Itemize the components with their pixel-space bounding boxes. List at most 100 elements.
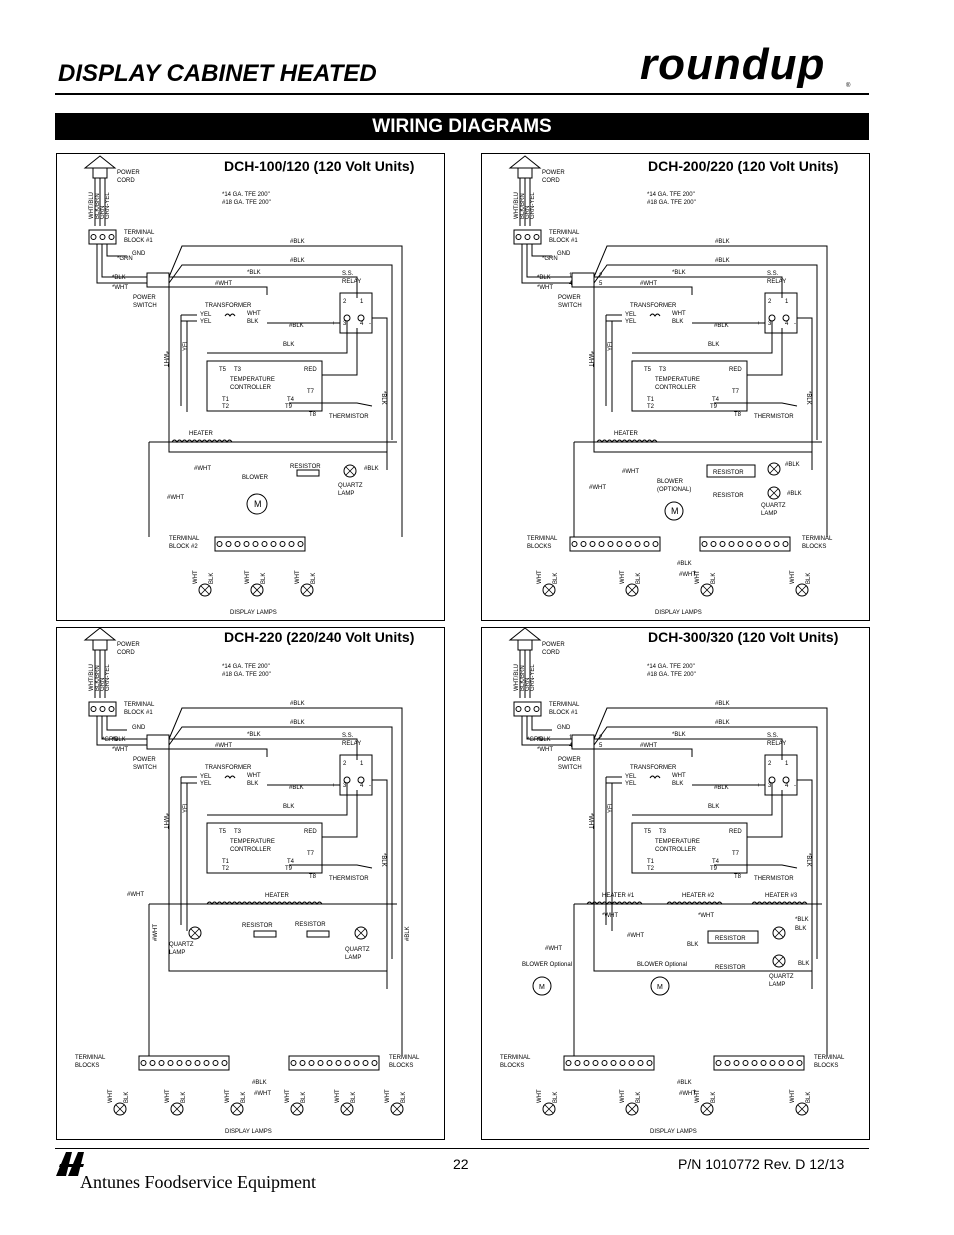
terminal-screw	[592, 1060, 599, 1066]
wire-label: #BLK	[715, 720, 730, 726]
part-number: P/N 1010772 Rev. D 12/13	[678, 1156, 845, 1172]
wire-star-wht	[593, 745, 812, 972]
wire-label: WHT	[225, 1089, 231, 1103]
wire-label: T3	[659, 367, 667, 373]
terminal-block	[288, 1055, 380, 1071]
relay-contact	[357, 776, 365, 784]
wire-label: BLK/BRN	[520, 665, 526, 691]
wire-label: BLK	[283, 804, 294, 810]
display-lamps-label: DISPLAY LAMPS	[225, 1129, 272, 1135]
wire-label: GRN-YEL	[105, 192, 111, 219]
wire-label: YEL	[200, 774, 212, 780]
terminal-screw	[344, 1060, 351, 1066]
terminal-screw	[212, 1060, 219, 1066]
wire	[526, 244, 572, 278]
wire-label: 4	[785, 783, 789, 789]
terminal-screw	[607, 541, 614, 547]
wire-label: *BLK	[672, 270, 686, 276]
terminal-screw	[773, 541, 780, 547]
wire-label: YEL	[625, 774, 637, 780]
terminal-screw	[715, 1060, 722, 1066]
wire-label: GRN	[100, 678, 106, 691]
transformer-label: TRANSFORMER	[205, 765, 252, 771]
wire-star-blk	[594, 738, 783, 760]
wire	[526, 716, 572, 740]
terminal-block-label: BLOCK #1	[549, 710, 578, 716]
wire-label: WHT	[790, 1089, 796, 1103]
power-cord-icon	[508, 628, 542, 641]
wire-label: WHT	[620, 1089, 626, 1103]
wire-label: YEL	[200, 781, 212, 787]
wire	[747, 328, 783, 376]
wire-gauge-note: #18 GA. TFE 200"	[647, 200, 696, 206]
wire-blk	[168, 264, 393, 440]
terminal-screw	[565, 1060, 572, 1066]
wire-blk	[168, 245, 403, 450]
terminal-screw	[326, 1060, 333, 1066]
relay-contact	[343, 314, 351, 322]
wire-label: #BLK	[364, 466, 379, 472]
wire-label: T2	[647, 404, 655, 410]
wire-label: HEATER #3	[765, 893, 798, 899]
terminal-screw	[297, 541, 304, 547]
terminal-blocks-label: BLOCKS	[500, 1063, 524, 1069]
wire-label: BLK	[247, 781, 258, 787]
wire-label: 3	[343, 321, 347, 327]
resistor-box	[706, 464, 756, 478]
wire-label: *GRN	[117, 256, 133, 262]
wire-label: *WHT	[602, 913, 618, 919]
relay-contact	[343, 776, 351, 784]
terminal-screw	[140, 1060, 147, 1066]
blower-motor-icon	[246, 493, 268, 515]
terminal-screw	[755, 541, 762, 547]
wire	[101, 716, 147, 740]
wire-label: *GRN	[102, 737, 118, 743]
temp-controller-label: TEMPERATURE	[230, 377, 275, 383]
terminal-screw	[524, 234, 531, 240]
wire-label: YEL	[625, 781, 637, 787]
terminal-blocks-label: BLOCKS	[75, 1063, 99, 1069]
wire-label: RED	[729, 829, 742, 835]
wire-label: 1	[360, 299, 364, 305]
wire-label: #BLK	[714, 785, 729, 791]
wire-label: #BLK	[677, 561, 692, 567]
wire-label: BLK	[672, 319, 683, 325]
power-cord-label: CORD	[542, 178, 560, 184]
wire-label: GND	[132, 725, 146, 731]
lamp-cross	[115, 1104, 125, 1114]
wire-label: BLK	[711, 573, 717, 584]
temperature-controller	[631, 360, 748, 412]
terminal-screw	[719, 541, 726, 547]
wire-label: TERMINAL	[802, 536, 833, 542]
wire-label: #BLK	[715, 701, 730, 707]
wire-gauge-note: #18 GA. TFE 200"	[222, 672, 271, 678]
wire-label: *BLK	[805, 853, 811, 867]
wire-label: T8	[734, 412, 742, 418]
quartz-lamp-label: LAMP	[761, 511, 777, 517]
wire-label: QUARTZ	[169, 942, 194, 948]
terminal-block	[569, 536, 661, 552]
wire-label: T1	[222, 397, 230, 403]
wire-label: WHT	[247, 311, 261, 317]
wire-label: BLK	[241, 1092, 247, 1103]
terminal-screw	[90, 234, 97, 240]
wire	[101, 244, 147, 278]
relay-label: S.S.	[767, 271, 779, 277]
wire-label: RED	[304, 829, 317, 835]
wire-label: BLK	[124, 1092, 130, 1103]
quartz-lamp-label: QUARTZ	[338, 483, 363, 489]
wire-label: 4	[360, 783, 364, 789]
wire-label: *BLK	[537, 275, 551, 281]
wire-label: #WHT	[640, 281, 657, 287]
terminal-screw	[751, 1060, 758, 1066]
wire-label: *WHT	[587, 351, 593, 367]
resistor-icon	[306, 930, 330, 938]
relay-label: RELAY	[767, 279, 786, 285]
wire-label: GND	[557, 725, 571, 731]
terminal-screw	[764, 541, 771, 547]
page-title: DISPLAY CABINET HEATED	[58, 60, 377, 87]
lamp-cross	[345, 466, 355, 476]
wire-label: RESISTOR	[295, 922, 326, 928]
wire-label: #BLK	[289, 323, 304, 329]
wire-label: BLK	[401, 1092, 407, 1103]
